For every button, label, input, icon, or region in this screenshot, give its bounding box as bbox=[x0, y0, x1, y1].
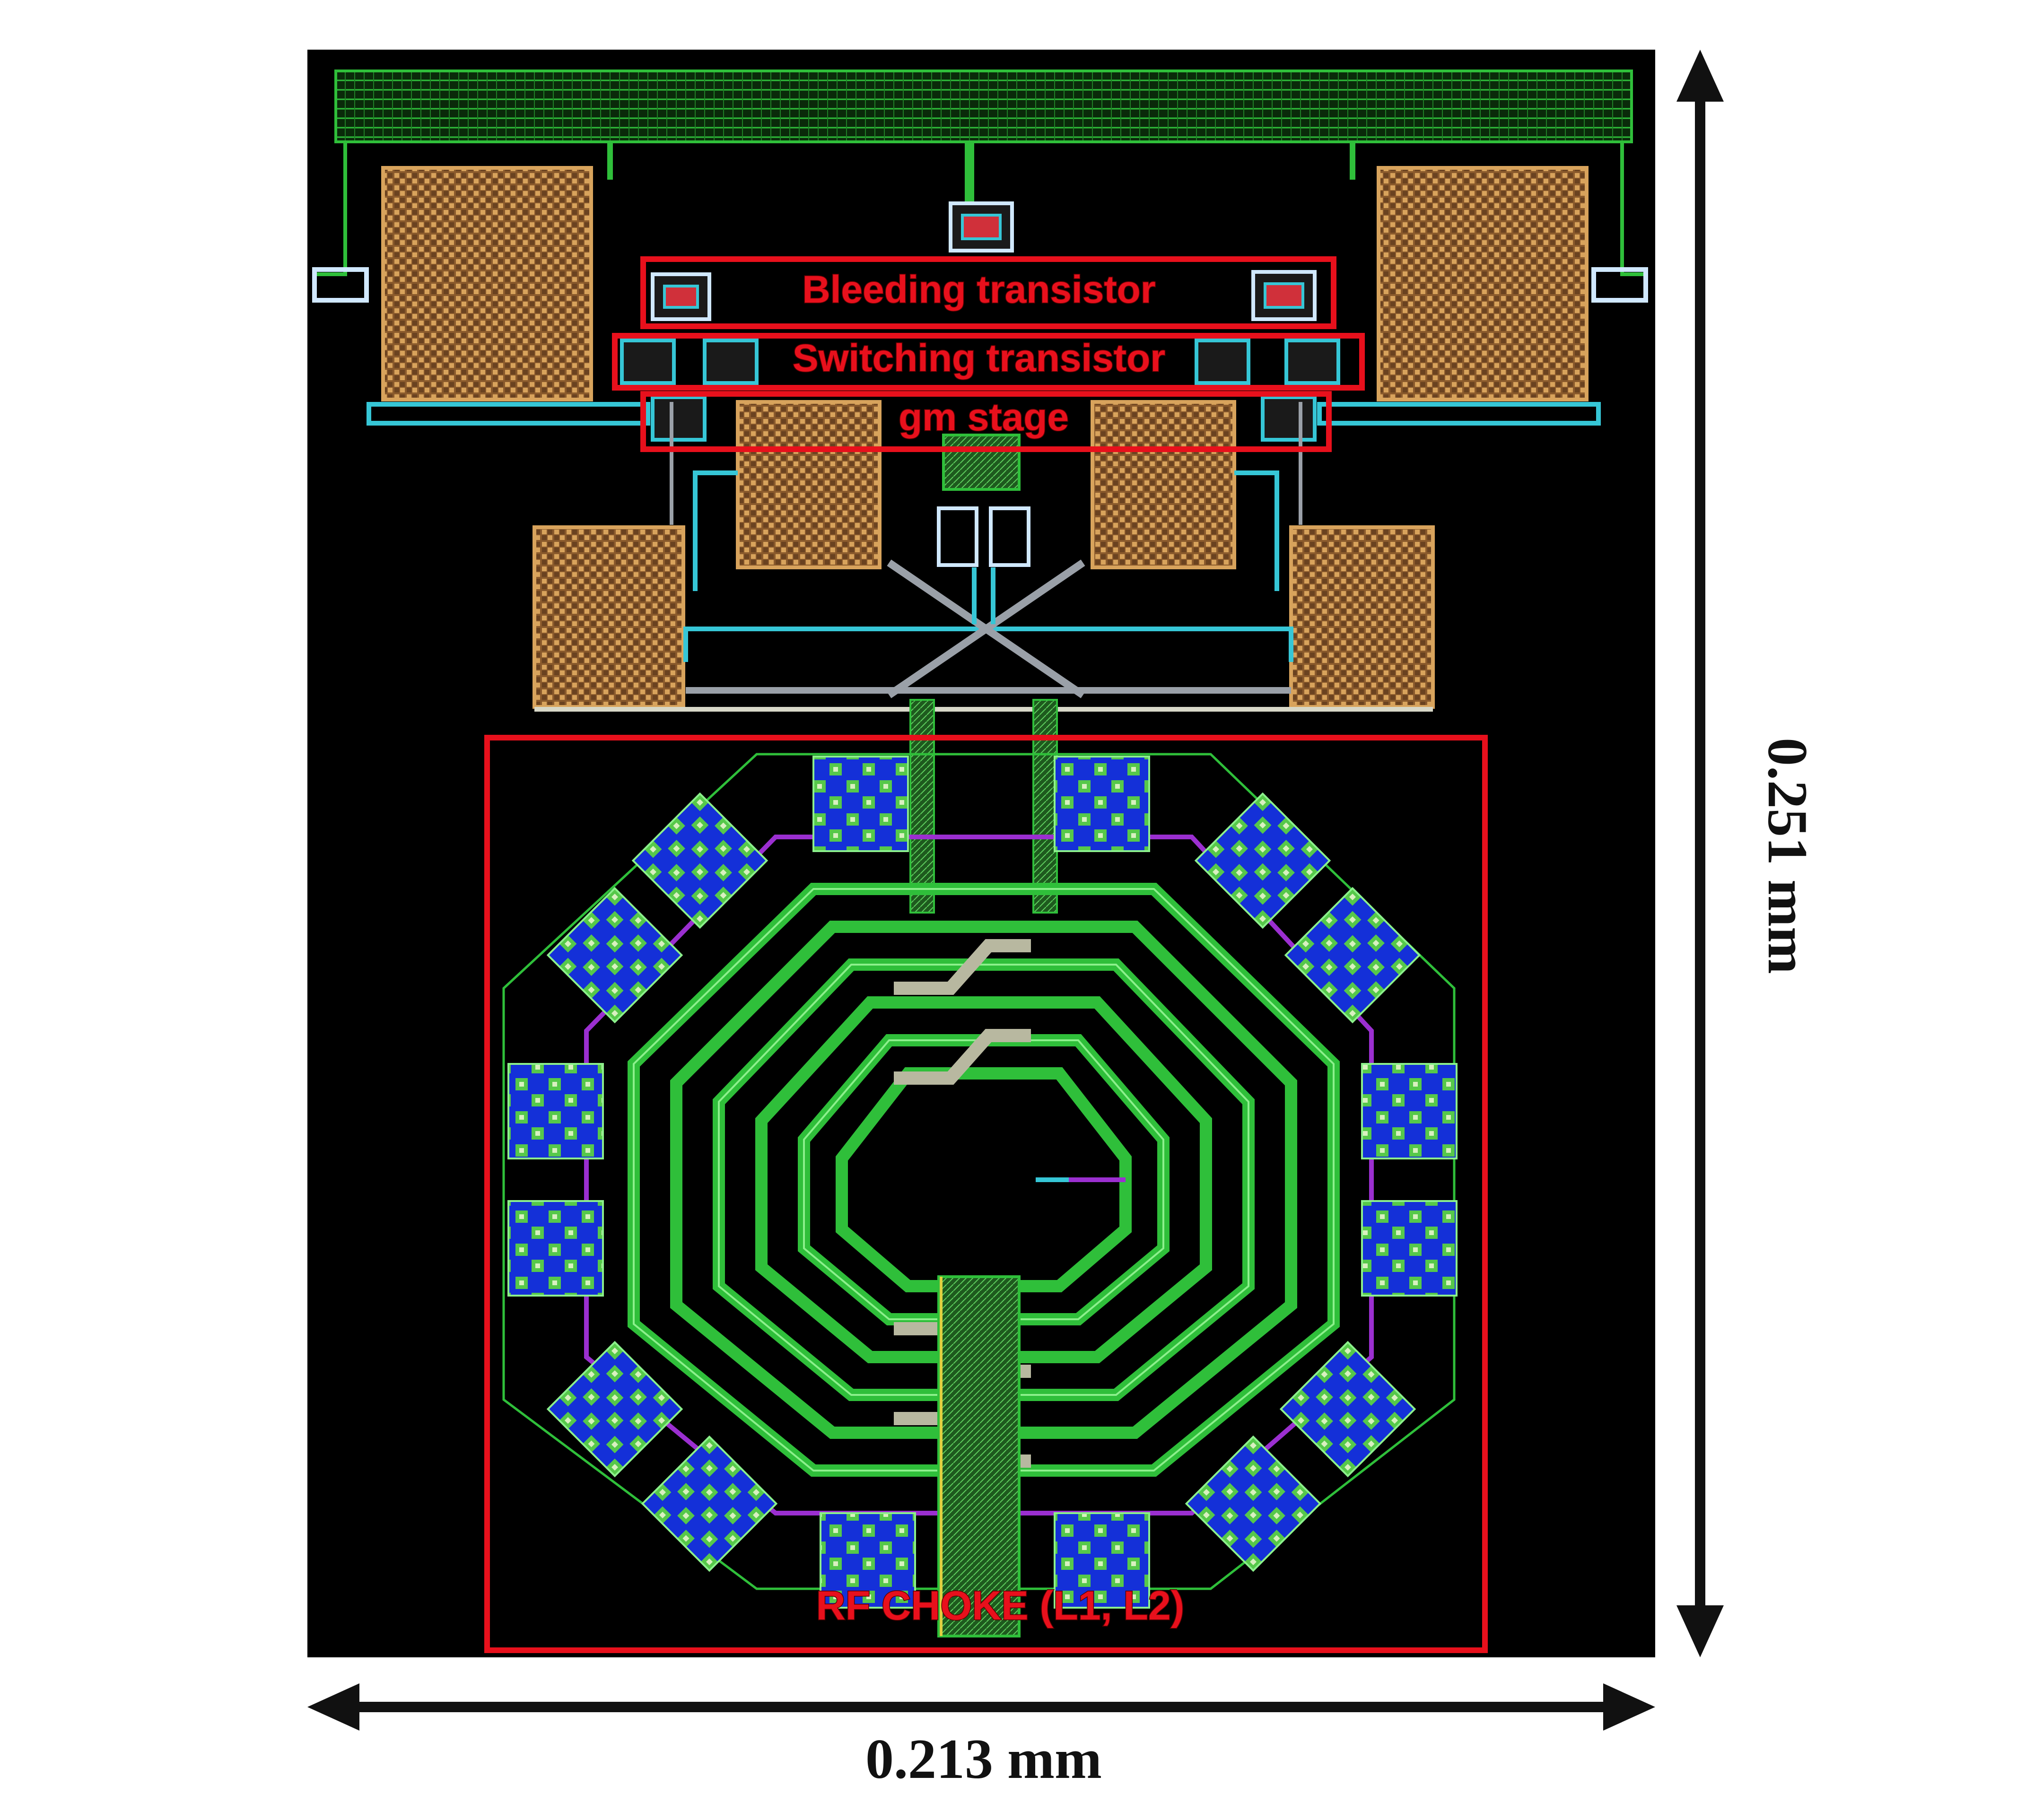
left-cyan-route bbox=[367, 402, 650, 426]
width-dimension-arrow bbox=[307, 1683, 1655, 1731]
rf-choke-label: RF CHOKE (L1, L2) bbox=[816, 1583, 1185, 1628]
bleeding-transistor-left bbox=[651, 272, 711, 321]
switching-transistor-4 bbox=[1284, 339, 1340, 385]
right-side-pad bbox=[1591, 267, 1648, 303]
gm-stage-box bbox=[640, 391, 1332, 452]
signal-routing bbox=[534, 402, 1433, 712]
switching-transistor-1 bbox=[620, 339, 676, 385]
switching-transistor-3 bbox=[1195, 339, 1250, 385]
right-feed-line bbox=[1620, 142, 1646, 276]
inductor-spiral-detail bbox=[633, 888, 1335, 1472]
inductor-feed-left bbox=[909, 699, 935, 914]
mid-right-capacitor bbox=[1091, 400, 1236, 569]
width-dimension-label: 0.213 mm bbox=[865, 1727, 1102, 1790]
mid-left-capacitor bbox=[736, 400, 882, 569]
switching-transistor-box bbox=[612, 333, 1365, 391]
height-dimension-arrow bbox=[1676, 50, 1724, 1657]
gm-transistor-right bbox=[1261, 395, 1317, 442]
center-tail-device bbox=[942, 434, 1021, 491]
left-side-pad bbox=[312, 267, 369, 303]
upper-right-capacitor bbox=[1377, 166, 1589, 401]
height-dimension-label: 0.251 mm bbox=[1756, 738, 1819, 974]
switching-transistor-2 bbox=[703, 339, 759, 385]
bias-transistor-core bbox=[961, 214, 1002, 240]
bleeding-transistor-right-core bbox=[1264, 282, 1304, 309]
lower-left-capacitor bbox=[533, 525, 685, 709]
bleeding-transistor-left-core bbox=[663, 285, 699, 309]
center-device-right bbox=[989, 506, 1030, 567]
center-device-left bbox=[937, 506, 978, 567]
gm-stage-label: gm stage bbox=[899, 396, 1069, 439]
rf-choke-box bbox=[484, 735, 1488, 1653]
bleeding-transistor-label: Bleeding transistor bbox=[802, 268, 1155, 311]
switching-transistor-label: Switching transistor bbox=[793, 337, 1165, 380]
inductor-feed-right bbox=[1032, 699, 1058, 914]
upper-left-capacitor bbox=[381, 166, 593, 401]
ground-pads bbox=[507, 756, 1458, 1609]
bottom-feed bbox=[937, 1275, 1021, 1637]
bleeding-transistor-box bbox=[640, 256, 1336, 329]
gm-transistor-left bbox=[651, 395, 707, 442]
top-bus bbox=[334, 70, 1633, 143]
lower-right-capacitor bbox=[1289, 525, 1435, 709]
left-feed-line bbox=[312, 142, 347, 276]
right-cyan-route bbox=[1317, 402, 1601, 426]
